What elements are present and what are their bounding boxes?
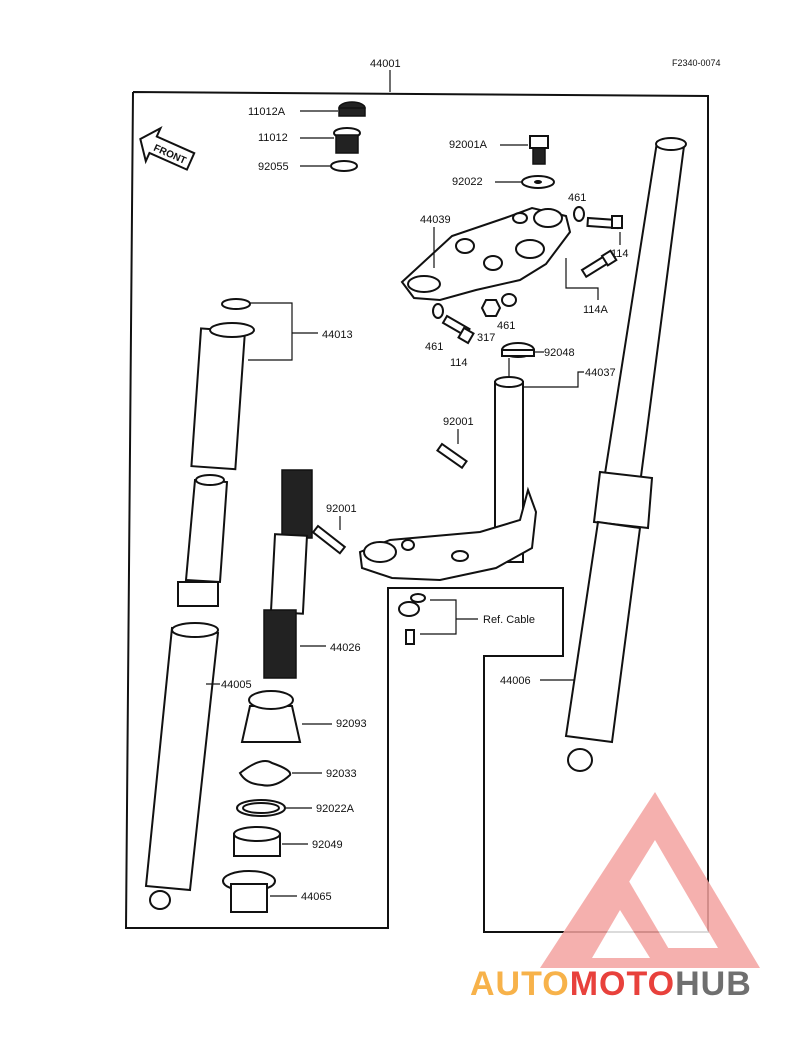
washer-92022a (236, 799, 286, 817)
spring-44026 (263, 469, 313, 679)
callout-461-left: 461 (425, 341, 443, 353)
cable-clamp (398, 593, 426, 645)
callout-44065: 44065 (301, 891, 332, 903)
callout-44001: 44001 (370, 58, 401, 70)
o-ring-92055 (330, 160, 358, 172)
callout-44026: 44026 (330, 642, 361, 654)
watermark-hub: HUB (675, 965, 752, 1003)
callout-44013: 44013 (322, 329, 353, 341)
bolt-114a (580, 249, 618, 279)
bolt-114-right (586, 215, 623, 230)
callout-317: 317 (477, 332, 495, 344)
ref-cable-label: Ref. Cable (483, 614, 535, 626)
watermark-auto: AUTO (470, 965, 570, 1003)
callout-11012a: 11012A (248, 106, 286, 118)
callout-114-left: 114 (450, 357, 468, 369)
nut-317 (480, 299, 502, 317)
washer-92022 (521, 175, 555, 189)
callout-11012: 11012 (258, 132, 288, 144)
upper-bracket-44039 (400, 206, 572, 302)
watermark-logo (540, 792, 760, 968)
watermark-text: AUTOMOTOHUB (470, 965, 752, 1003)
fork-assembly-44006 (564, 137, 687, 772)
bolt-92001-lower (311, 524, 347, 555)
callout-92022a: 92022A (316, 803, 355, 815)
seal-92049 (233, 826, 281, 857)
bolt-92001a (529, 135, 549, 165)
cap-92093 (240, 690, 302, 743)
callout-92055: 92055 (258, 161, 289, 173)
callout-44006: 44006 (500, 675, 531, 687)
bolt-114-left (441, 314, 475, 345)
steering-stem-44037 (358, 376, 538, 582)
cap-bolt-11012a (338, 101, 366, 117)
bushing-44065 (222, 870, 276, 913)
callout-92001a: 92001A (449, 139, 488, 151)
callout-92022: 92022 (452, 176, 483, 188)
inner-tube-44013 (177, 298, 255, 607)
watermark-moto: MOTO (570, 965, 675, 1003)
callout-114a: 114A (583, 304, 609, 316)
callout-44037: 44037 (585, 367, 616, 379)
nut-461-left (432, 303, 444, 319)
callout-92001-lower: 92001 (326, 503, 357, 515)
callout-461-mid: 461 (497, 320, 515, 332)
washer-461-top (573, 206, 585, 222)
callout-92001-upper: 92001 (443, 416, 474, 428)
callout-44005: 44005 (221, 679, 252, 691)
lower-tube-44005 (144, 622, 220, 910)
callout-92049: 92049 (312, 839, 343, 851)
washer-461-mid (501, 293, 517, 307)
callout-92093: 92093 (336, 718, 367, 730)
callout-461-top: 461 (568, 192, 586, 204)
assembly-frame (124, 91, 709, 933)
callout-92033: 92033 (326, 768, 357, 780)
seal-92048 (501, 342, 535, 358)
bolt-92001-upper (436, 442, 468, 470)
reference-code: F2340-0074 (672, 58, 721, 68)
callout-44039: 44039 (420, 214, 451, 226)
gasket-92033 (238, 760, 292, 787)
callout-92048: 92048 (544, 347, 575, 359)
plug-11012 (333, 127, 361, 154)
front-arrow-icon: FRONT (139, 126, 196, 171)
